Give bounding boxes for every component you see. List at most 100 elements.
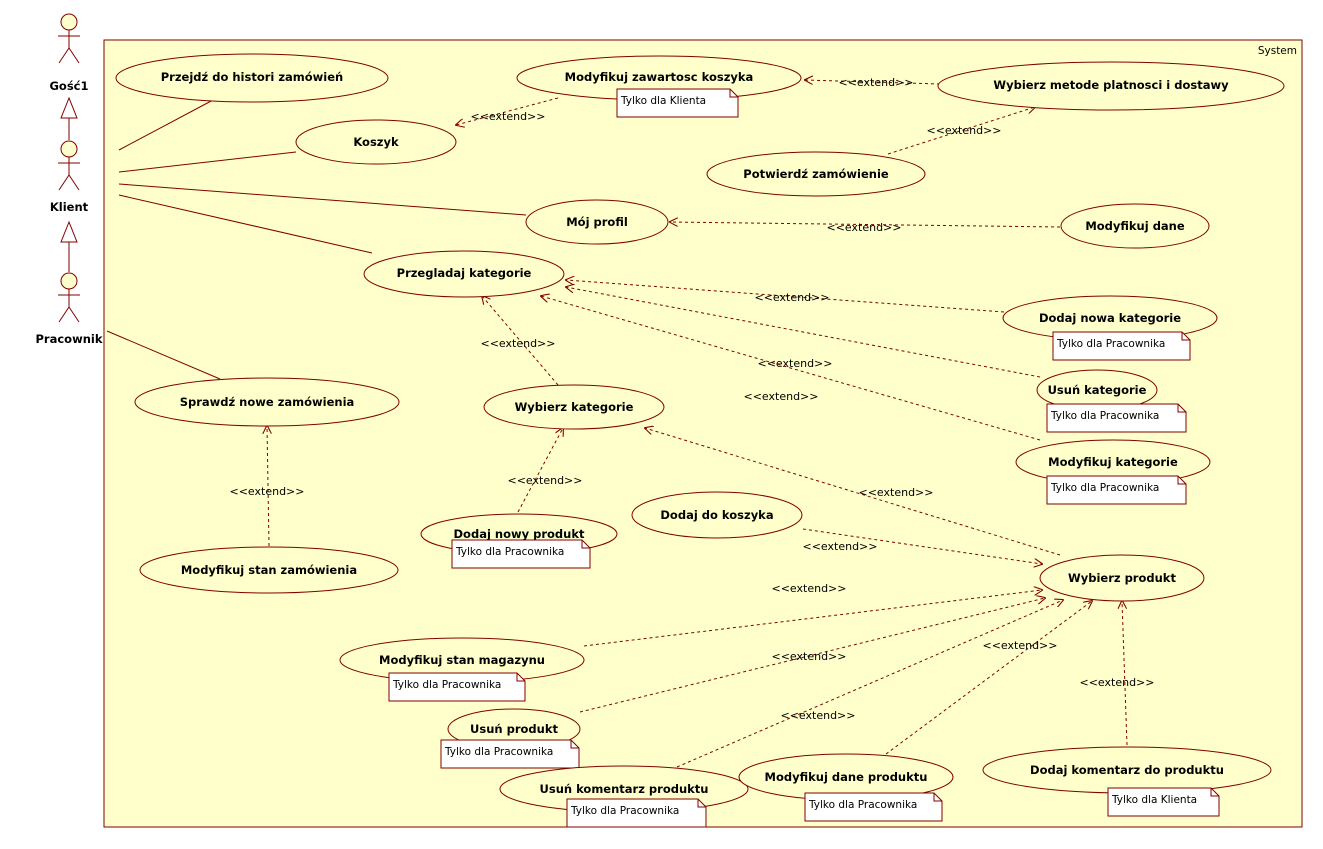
usecase-label: Wybierz produkt <box>1068 571 1176 585</box>
usecase-label: Koszyk <box>353 135 399 149</box>
usecase-label: Przejdź do histori zamówień <box>161 70 343 84</box>
generalization-arrowhead <box>60 220 78 243</box>
note-shape <box>616 88 739 118</box>
usecase-ellipse[interactable] <box>1060 203 1210 249</box>
extend-label: <<extend>> <box>781 709 856 722</box>
usecase-moddane[interactable]: Modyfikuj dane <box>1060 203 1210 249</box>
usecase-platnosc[interactable]: Wybierz metode platnosci i dostawy <box>937 61 1285 111</box>
extend-dodajprod-to-wybierzkat <box>517 428 563 513</box>
extend-label: <<extend>> <box>230 485 305 498</box>
note-fold <box>697 799 706 808</box>
usecase-sprawdz[interactable]: Sprawdź nowe zamówienia <box>134 377 400 427</box>
note-shape <box>1107 787 1220 817</box>
usecase-wybierzprod[interactable]: Wybierz produkt <box>1039 554 1205 602</box>
usecase-label: Wybierz kategorie <box>515 400 634 414</box>
extend-label: <<extend>> <box>772 650 847 663</box>
usecase-ellipse[interactable] <box>139 546 399 594</box>
extend-label: <<extend>> <box>803 540 878 553</box>
extend-dodajkat-to-przegladaj <box>566 280 1005 313</box>
usecase-koszyk[interactable]: Koszyk <box>295 119 457 165</box>
note-usunkat: Tylko dla Pracownika <box>1046 403 1187 433</box>
note-shape <box>1046 475 1187 505</box>
association-klient-koszyk <box>118 151 297 173</box>
usecase-ellipse[interactable] <box>631 491 803 539</box>
note-shape <box>566 798 707 828</box>
note-fold <box>1181 332 1190 341</box>
usecase-ellipse[interactable] <box>115 53 389 103</box>
extend-dodajdokoszyka-to-wybierzprod <box>802 528 1042 564</box>
extend-label: <<extend>> <box>859 486 934 499</box>
usecase-ellipse[interactable] <box>363 250 565 298</box>
system-label: System <box>1258 45 1297 57</box>
note-fold <box>1177 404 1186 413</box>
extend-label: <<extend>> <box>755 291 830 304</box>
usecase-potwierdz[interactable]: Potwierdź zamówienie <box>706 151 926 197</box>
system-boundary <box>103 39 1303 828</box>
usecase-profil[interactable]: Mój profil <box>525 199 669 245</box>
usecase-dodajdokoszyka[interactable]: Dodaj do koszyka <box>631 491 803 539</box>
usecase-przegladaj[interactable]: Przegladaj kategorie <box>363 250 565 298</box>
actor-klient[interactable]: Klient <box>50 140 89 214</box>
note-fold <box>581 540 590 549</box>
usecase-ellipse[interactable] <box>525 199 669 245</box>
actor-gosc[interactable]: Gość1 <box>49 13 89 93</box>
note-fold <box>729 89 738 98</box>
usecase-ellipse[interactable] <box>1039 554 1205 602</box>
note-text: Tylko dla Pracownika <box>444 746 553 758</box>
usecase-ellipse[interactable] <box>706 151 926 197</box>
actor-leg-left <box>58 306 70 323</box>
usecase-ellipse[interactable] <box>483 384 665 430</box>
usecase-label: Modyfikuj dane <box>1085 219 1185 233</box>
usecase-historia[interactable]: Przejdź do histori zamówień <box>115 53 389 103</box>
note-fold <box>933 793 942 802</box>
usecase-label: Wybierz metode platnosci i dostawy <box>993 78 1229 92</box>
usecase-label: Sprawdź nowe zamówienia <box>180 395 355 409</box>
usecase-label: Usuń komentarz produktu <box>540 782 709 796</box>
extend-wybierzprod-to-wybierzkat <box>645 428 1061 556</box>
extend-label: <<extend>> <box>744 390 819 403</box>
extend-dodajkom-to-wybierzprod <box>1122 601 1128 746</box>
usecase-label: Usuń kategorie <box>1048 383 1147 397</box>
note-usunkom: Tylko dla Pracownika <box>566 798 707 828</box>
actor-head <box>60 13 78 31</box>
usecase-label: Przegladaj kategorie <box>397 266 532 280</box>
usecase-ellipse[interactable] <box>937 61 1285 111</box>
usecase-label: Usuń produkt <box>470 722 558 736</box>
association-klient-profil <box>118 183 527 216</box>
actor-label: Gość1 <box>49 79 88 93</box>
note-modkat: Tylko dla Pracownika <box>1046 475 1187 505</box>
actor-head <box>60 272 78 290</box>
extend-moddane-to-profil <box>670 222 1061 228</box>
association-pracownik-sprawdz <box>106 330 221 380</box>
actor-pracownik[interactable]: Pracownik <box>36 272 103 346</box>
usecase-wybierzkat[interactable]: Wybierz kategorie <box>483 384 665 430</box>
usecase-ellipse[interactable] <box>134 377 400 427</box>
usecase-ellipse[interactable] <box>295 119 457 165</box>
extend-usunkat-to-przegladaj <box>566 287 1041 378</box>
extend-label: <<extend>> <box>772 582 847 595</box>
extend-usunprod-to-wybierzprod <box>579 598 1045 713</box>
usecase-modstanzam[interactable]: Modyfikuj stan zamówienia <box>139 546 399 594</box>
usecase-label: Dodaj nowy produkt <box>454 527 585 541</box>
extend-moddaneprod-to-wybierzprod <box>885 601 1092 755</box>
usecase-label: Dodaj nowa kategorie <box>1039 311 1181 325</box>
note-moddaneprod: Tylko dla Pracownika <box>804 792 943 822</box>
extend-label: <<extend>> <box>481 337 556 350</box>
usecase-label: Potwierdź zamówienie <box>743 167 889 181</box>
note-modmagazyn: Tylko dla Pracownika <box>388 672 526 702</box>
note-text: Tylko dla Pracownika <box>1056 338 1165 350</box>
usecase-label: Modyfikuj dane produktu <box>765 770 928 784</box>
actor-leg-right <box>68 174 80 191</box>
note-dodajprod: Tylko dla Pracownika <box>451 539 591 569</box>
